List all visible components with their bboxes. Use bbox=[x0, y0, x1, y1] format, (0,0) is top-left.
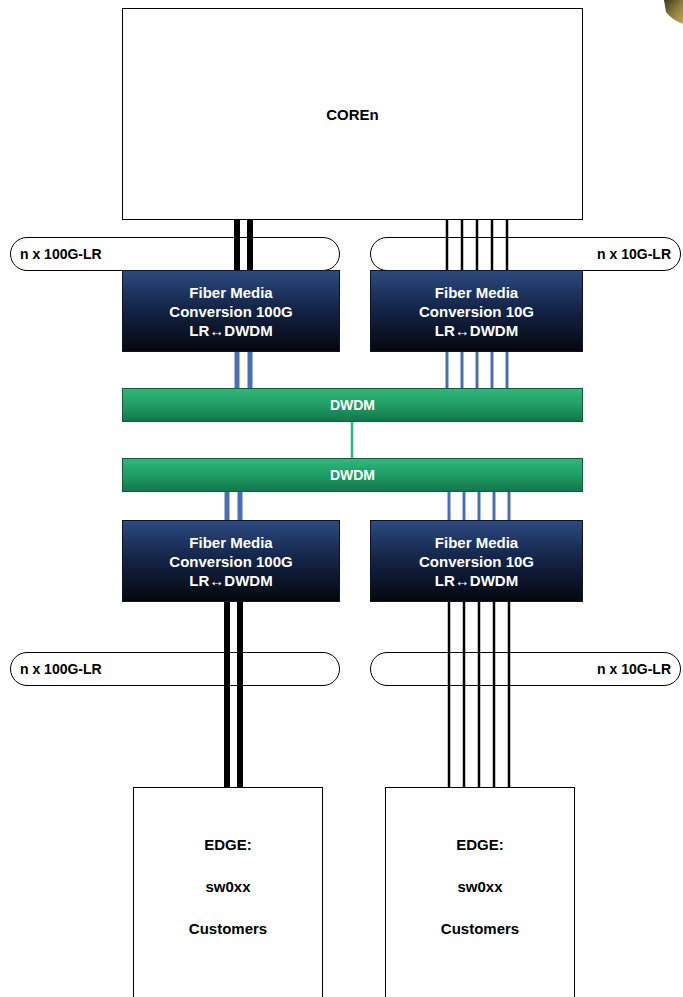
edge-switch-box: EDGE: sw0xxCustomers bbox=[133, 787, 323, 997]
fiber-link bbox=[478, 492, 481, 520]
dwdm-band: DWDM bbox=[122, 388, 583, 422]
fiber-link bbox=[224, 602, 230, 787]
fiber-link bbox=[506, 352, 509, 388]
link-type-band: n x 10G-LR bbox=[370, 237, 681, 271]
media-converter-box: Fiber Media Conversion 10G LR↔DWDM bbox=[370, 520, 583, 602]
fiber-link bbox=[476, 352, 479, 388]
link-type-band: n x 10G-LR bbox=[370, 652, 681, 686]
fiber-link bbox=[448, 492, 451, 520]
media-converter-box: Fiber Media Conversion 100G LR↔DWDM bbox=[122, 270, 340, 352]
node-label: Customers bbox=[441, 920, 519, 937]
node-label: sw0xx bbox=[205, 878, 250, 895]
fiber-link bbox=[508, 492, 511, 520]
node-label: Customers bbox=[189, 920, 267, 937]
fiber-link bbox=[248, 352, 253, 388]
fiber-link bbox=[234, 220, 240, 270]
node-label: DWDM bbox=[330, 467, 375, 483]
node-label: Fiber Media Conversion 10G LR↔DWDM bbox=[402, 283, 552, 340]
fiber-link bbox=[476, 220, 479, 270]
fiber-link bbox=[247, 220, 253, 270]
node-label: EDGE: bbox=[456, 836, 504, 853]
node-label: Fiber Media Conversion 100G LR↔DWDM bbox=[156, 533, 306, 590]
node-label: EDGE: bbox=[204, 836, 252, 853]
link-type-band: n x 100G-LR bbox=[10, 652, 340, 686]
core-router-box: COREn bbox=[122, 8, 583, 220]
node-label: n x 10G-LR bbox=[597, 246, 671, 262]
node-label: COREn bbox=[326, 106, 379, 123]
fiber-link bbox=[463, 492, 466, 520]
fiber-link bbox=[225, 492, 230, 520]
fiber-link bbox=[237, 602, 243, 787]
fiber-link bbox=[508, 602, 511, 787]
node-label: n x 10G-LR bbox=[597, 661, 671, 677]
fiber-link bbox=[238, 492, 243, 520]
fiber-link bbox=[463, 602, 466, 787]
node-label: n x 100G-LR bbox=[20, 661, 102, 677]
fiber-link bbox=[351, 422, 354, 458]
node-label: DWDM bbox=[330, 397, 375, 413]
node-label: Fiber Media Conversion 100G LR↔DWDM bbox=[156, 283, 306, 340]
fiber-link bbox=[491, 352, 494, 388]
fiber-link bbox=[448, 602, 451, 787]
node-label: sw0xx bbox=[457, 878, 502, 895]
fiber-link bbox=[493, 492, 496, 520]
fiber-link bbox=[235, 352, 240, 388]
fiber-link bbox=[461, 220, 464, 270]
fiber-link bbox=[478, 602, 481, 787]
photo-fragment bbox=[664, 0, 683, 24]
media-converter-box: Fiber Media Conversion 100G LR↔DWDM bbox=[122, 520, 340, 602]
fiber-link bbox=[446, 352, 449, 388]
fiber-link bbox=[461, 352, 464, 388]
node-label: Fiber Media Conversion 10G LR↔DWDM bbox=[402, 533, 552, 590]
dwdm-band: DWDM bbox=[122, 458, 583, 492]
node-label: n x 100G-LR bbox=[20, 246, 102, 262]
fiber-link bbox=[491, 220, 494, 270]
media-converter-box: Fiber Media Conversion 10G LR↔DWDM bbox=[370, 270, 583, 352]
fiber-link bbox=[446, 220, 449, 270]
link-type-band: n x 100G-LR bbox=[10, 237, 340, 271]
fiber-link bbox=[493, 602, 496, 787]
fiber-link bbox=[506, 220, 509, 270]
edge-switch-box: EDGE: sw0xxCustomers bbox=[385, 787, 575, 997]
